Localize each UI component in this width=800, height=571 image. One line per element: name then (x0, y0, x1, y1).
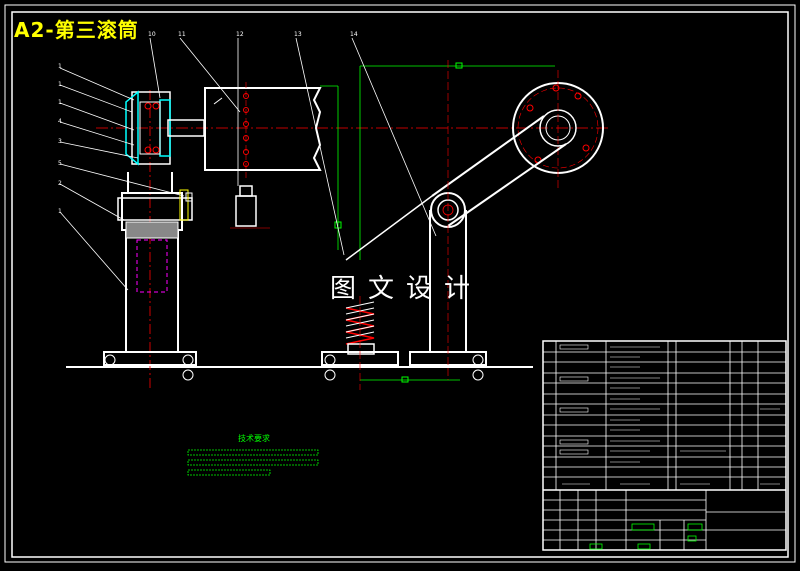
technical-notes-title: 技术要求 (238, 434, 270, 443)
crank-mechanism (345, 60, 604, 380)
part-label-11: 11 (178, 31, 186, 38)
dimension-lines (320, 62, 555, 383)
leader-number: 3 (58, 138, 62, 145)
technical-notes (187, 449, 319, 476)
spring (321, 296, 399, 390)
part-label-13: 13 (294, 31, 302, 38)
drum (204, 82, 322, 229)
title-block-green-cells (589, 523, 703, 550)
leader-number: 2 (58, 180, 62, 187)
part-numbers: 10 11 12 13 14 (148, 31, 358, 38)
title-block (542, 340, 787, 551)
bearing-assembly (125, 90, 205, 166)
inner-frame (11, 11, 789, 558)
leader-numbers: 1 1 1 4 3 5 2 1 (58, 63, 62, 215)
part-label-10: 10 (148, 31, 156, 38)
watermark: 图文设计 (330, 274, 483, 304)
leader-number: 1 (58, 99, 62, 106)
leader-number: 1 (58, 63, 62, 70)
foot-bolts (324, 354, 484, 381)
part-label-14: 14 (350, 31, 358, 38)
part-label-12: 12 (236, 31, 244, 38)
support-column (103, 90, 197, 388)
leader-number: 4 (58, 118, 62, 125)
leader-number: 1 (58, 208, 62, 215)
drawing-title: A2-第三滚筒 (14, 18, 139, 42)
title-block-entries (559, 344, 780, 485)
leader-number: 5 (58, 160, 62, 167)
outer-frame (4, 4, 796, 563)
leader-lines (59, 37, 437, 291)
leader-number: 1 (58, 81, 62, 88)
